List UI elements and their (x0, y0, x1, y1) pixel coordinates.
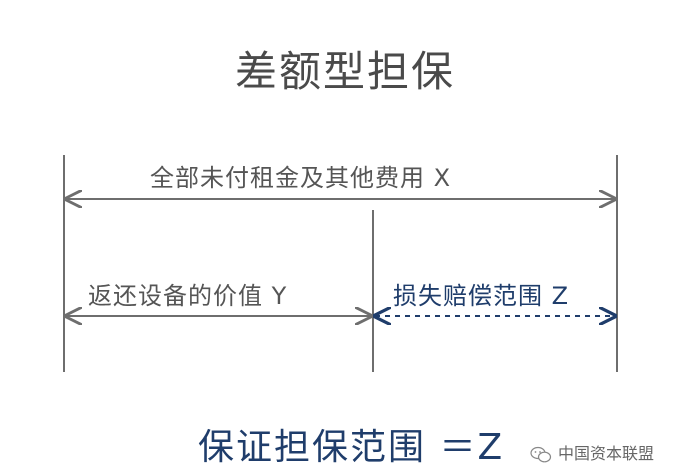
loss-scope-label: 损失赔偿范围 Z (393, 282, 570, 310)
total-label: 全部未付租金及其他费用 X (150, 164, 452, 192)
wechat-icon (530, 446, 552, 462)
return-value-label: 返还设备的价值 Y (88, 282, 288, 310)
diagram-title: 差额型担保 (234, 47, 455, 96)
guarantee-scope-formula: 保证担保范围 ＝Z (198, 427, 505, 468)
watermark-text: 中国资本联盟 (558, 444, 655, 463)
watermark: 中国资本联盟 (530, 440, 654, 464)
